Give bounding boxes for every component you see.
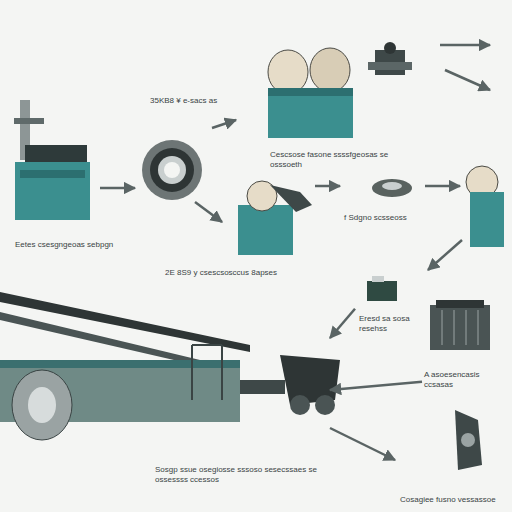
control-unit-part <box>367 281 397 301</box>
machine-caption: 2E 8S9 y csescsosccus 8apses <box>165 268 315 278</box>
robot-unit-part <box>368 62 412 70</box>
shredder-machine-part <box>14 118 44 124</box>
shredder-machine-part <box>20 170 85 178</box>
shredder-machine-part <box>15 162 90 220</box>
conveyor-line-part <box>290 395 310 415</box>
machine-station: Eresd sa sosa resehss <box>355 278 420 334</box>
conveyor-line-part <box>240 380 285 394</box>
conveyor-line-part <box>0 360 240 422</box>
machine-station: Eetes csesgngeoas sebpgn <box>10 100 120 250</box>
robot-unit-part <box>384 42 396 54</box>
engine-unit <box>430 300 490 350</box>
engine-unit-part <box>436 300 484 308</box>
drum-machine-part <box>268 50 308 94</box>
drum-machine <box>268 48 353 138</box>
drum-machine-part <box>268 88 353 138</box>
tire-ring-part <box>150 148 194 192</box>
control-unit <box>367 276 397 301</box>
machine-caption: Eetes csesgngeoas sebpgn <box>15 240 120 250</box>
granulator-machine <box>466 166 504 247</box>
machine-station: Cescsose fasone ssssfgeosas se osssoeth <box>265 55 395 170</box>
crusher-machine-part <box>270 185 312 212</box>
callout-label: 35KB8 ¥ e-sacs as <box>150 96 217 106</box>
granulator-machine-part <box>470 192 504 247</box>
conveyor-line <box>0 292 340 440</box>
conveyor-line-part <box>192 344 222 346</box>
conveyor-line-part <box>0 360 240 368</box>
machine-caption: Cescsose fasone ssssfgeosas se osssoeth <box>270 150 395 170</box>
robot-unit <box>368 42 412 75</box>
crusher-machine <box>238 181 312 255</box>
conveyor-line-part <box>0 312 200 366</box>
engine-unit-part <box>430 305 490 350</box>
conveyor-line-part <box>221 345 223 400</box>
engine-unit-part <box>466 310 467 345</box>
machine-caption: Cosagiee fusno vessassoe <box>400 495 500 505</box>
engine-unit-part <box>478 310 479 345</box>
machine-caption: f Sdgno scsseoss <box>344 213 422 223</box>
drum-machine-part <box>310 48 350 92</box>
conveyor-line-part <box>315 395 335 415</box>
flow-arrow-part <box>195 202 222 222</box>
separator-unit-part <box>461 433 475 447</box>
shredder-machine <box>14 100 90 220</box>
crusher-machine-part <box>247 181 277 211</box>
flow-arrow-part <box>100 187 135 190</box>
conveyor-line-part <box>12 370 72 440</box>
flow-arrow-part <box>440 44 490 47</box>
tire-ring-part <box>142 140 202 200</box>
small-device-part <box>372 179 412 197</box>
small-device <box>372 179 412 197</box>
flow-arrow-part <box>428 240 462 270</box>
machine-station: A asoesencasis ccsasas <box>422 298 504 390</box>
small-device-part <box>382 182 402 190</box>
engine-unit-part <box>454 310 455 345</box>
machine-caption: Sosgp ssue osegiosse sssoso sesecssaes s… <box>155 465 325 485</box>
flow-arrow-part <box>445 70 490 90</box>
flow-arrow-part <box>425 185 460 188</box>
machine-station: Sosgp ssue osegiosse sssoso sesecssaes s… <box>0 285 330 485</box>
tire-ring-part <box>164 162 180 178</box>
flow-arrow <box>330 428 395 460</box>
tire-ring <box>142 140 202 200</box>
engine-unit-part <box>442 310 443 345</box>
flow-arrow <box>330 309 355 338</box>
drum-machine-part <box>268 88 353 96</box>
flow-arrow <box>330 382 422 390</box>
control-unit-part <box>372 276 384 282</box>
machine-station: Cosagiee fusno vessassoe <box>395 405 500 505</box>
flow-arrow-part <box>212 120 236 128</box>
flow-arrow <box>100 45 490 270</box>
machine-caption: A asoesencasis ccsasas <box>424 370 504 390</box>
conveyor-line-part <box>28 387 56 423</box>
separator-unit <box>455 410 482 470</box>
crusher-machine-part <box>238 205 293 255</box>
conveyor-line-part <box>191 345 193 400</box>
separator-unit-part <box>455 410 482 470</box>
flow-arrow <box>315 185 340 188</box>
tire-ring-part <box>158 156 186 184</box>
machine-station: 2E 8S9 y csescsosccus 8apses <box>165 178 315 278</box>
machine-caption: Eresd sa sosa resehss <box>359 314 419 334</box>
machine-station: f Sdgno scsseoss <box>340 175 422 223</box>
